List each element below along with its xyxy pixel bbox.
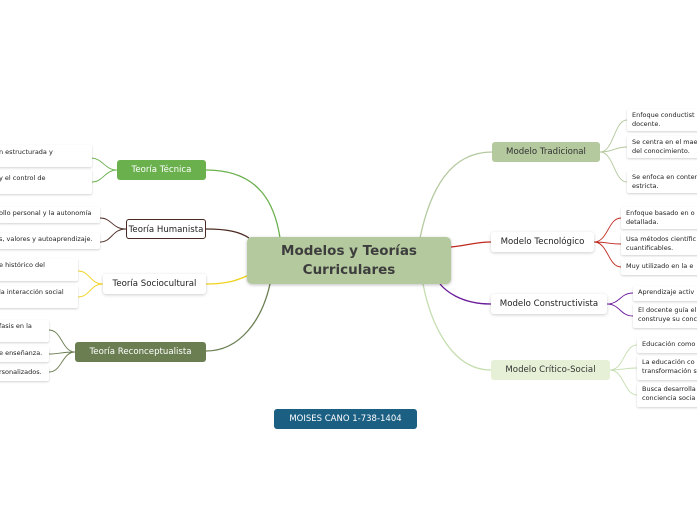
connector-humanista: [205, 228, 250, 239]
subtopic-text: El docente guía el: [638, 306, 697, 314]
subtopic-text: Se centra en el mae: [632, 138, 697, 146]
subtopic-text: construye su conc: [638, 314, 697, 323]
subtopic-constructivista-2[interactable]: El docente guía el construye su conc: [633, 304, 697, 328]
central-topic[interactable]: Modelos y Teorías Curriculares: [247, 237, 451, 284]
subtopic-tecnologico-2[interactable]: Usa métodos científic cuantificables.: [621, 233, 697, 255]
connector-critico-leaves: [609, 344, 638, 396]
subtopic-text: detallada.: [626, 217, 659, 226]
subtopic-text: Aprendizaje activ: [638, 288, 695, 296]
subtopic-critico-2[interactable]: La educación co transformación s: [637, 356, 697, 380]
subtopic-text: del conocimiento.: [632, 146, 690, 155]
subtopic-text: Busca desarrolla: [642, 385, 696, 393]
connector-reconceptualista-leaves: [48, 329, 76, 373]
subtopic-text: estricta.: [632, 181, 659, 190]
subtopic-text: Enfoque basado en o: [626, 209, 695, 217]
connector-constructivista: [439, 283, 492, 305]
connector-tradicional-leaves: [599, 119, 628, 183]
subtopic-text: y el control de: [0, 174, 46, 182]
topic-modelo-tecnologico[interactable]: Modelo Tecnológico: [491, 232, 594, 252]
subtopic-tecnologico-3[interactable]: Muy utilizado en la e: [621, 260, 697, 275]
subtopic-text: Enfoque conductist: [632, 111, 695, 119]
subtopic-tradicional-3[interactable]: Se enfoca en conter estricta.: [627, 171, 697, 193]
subtopic-text: e histórico del: [0, 261, 45, 269]
connector-tecnica: [205, 169, 281, 239]
subtopic-text: transformación s: [642, 366, 697, 375]
topic-modelo-constructivista[interactable]: Modelo Constructivista: [491, 294, 607, 314]
topic-teoria-tecnica[interactable]: Teoría Técnica: [117, 160, 206, 180]
subtopic-text: ollo personal y la autonomía: [0, 209, 92, 217]
connector-reconceptualista: [205, 283, 271, 352]
subtopic-text: la interacción social: [0, 288, 64, 296]
subtopic-text: conciencia socia: [642, 393, 696, 402]
subtopic-tecnica-2[interactable]: y el control de: [0, 170, 92, 194]
connector-sociocultural-leaves: [77, 270, 104, 298]
subtopic-sociocultural-2[interactable]: la interacción social: [0, 286, 78, 308]
subtopic-tradicional-1[interactable]: Enfoque conductist docente.: [627, 109, 697, 131]
subtopic-text: Educación como: [642, 340, 696, 348]
subtopic-reconceptualista-2[interactable]: e enseñanza.: [0, 347, 49, 362]
topic-modelo-tradicional[interactable]: Modelo Tradicional: [492, 142, 600, 162]
connector-tecnologico-leaves: [593, 217, 622, 268]
central-topic-line1: Modelos y Teorías: [281, 243, 417, 259]
subtopic-reconceptualista-1[interactable]: fasis en la: [0, 320, 49, 342]
subtopic-sociocultural-1[interactable]: e histórico del: [0, 259, 78, 281]
topic-teoria-humanista[interactable]: Teoría Humanista: [126, 219, 206, 239]
connector-sociocultural: [205, 274, 250, 285]
subtopic-text: e enseñanza.: [0, 349, 43, 357]
subtopic-critico-1[interactable]: Educación como: [637, 338, 697, 353]
subtopic-critico-3[interactable]: Busca desarrolla conciencia socia: [637, 383, 697, 407]
subtopic-text: La educación co: [642, 358, 695, 366]
connector-constructivista-leaves: [606, 292, 634, 317]
subtopic-text: docente.: [632, 119, 661, 128]
subtopic-text: cuantificables.: [626, 243, 674, 252]
author-badge[interactable]: MOISES CANO 1-738-1404: [274, 409, 417, 429]
subtopic-text: rsonalizados.: [0, 368, 42, 376]
connector-critico: [422, 283, 492, 371]
subtopic-text: n estructurada y: [0, 148, 53, 156]
topic-modelo-critico-social[interactable]: Modelo Crítico-Social: [491, 360, 610, 380]
subtopic-text: Se enfoca en conter: [632, 173, 697, 181]
subtopic-constructivista-1[interactable]: Aprendizaje activ: [633, 286, 697, 301]
subtopic-tecnologico-1[interactable]: Enfoque basado en o detallada.: [621, 207, 697, 229]
topic-teoria-sociocultural[interactable]: Teoría Sociocultural: [103, 274, 206, 294]
subtopic-humanista-1[interactable]: ollo personal y la autonomía: [0, 207, 100, 223]
connector-tecnologico: [450, 241, 492, 248]
topic-teoria-reconceptualista[interactable]: Teoría Reconceptualista: [75, 342, 206, 362]
subtopic-humanista-2[interactable]: s, valores y autoaprendizaje.: [0, 233, 100, 249]
subtopic-text: Usa métodos científic: [626, 235, 697, 243]
central-topic-line2: Curriculares: [302, 262, 396, 278]
connector-tecnica-leaves: [91, 157, 118, 183]
subtopic-tradicional-2[interactable]: Se centra en el mae del conocimiento.: [627, 136, 697, 158]
subtopic-tecnica-1[interactable]: n estructurada y: [0, 145, 92, 167]
subtopic-reconceptualista-3[interactable]: rsonalizados.: [0, 366, 49, 381]
subtopic-text: Muy utilizado en la e: [626, 262, 694, 270]
subtopic-text: fasis en la: [0, 322, 32, 330]
connector-tradicional: [419, 151, 493, 239]
subtopic-text: s, valores y autoaprendizaje.: [0, 235, 93, 243]
connector-humanista-leaves: [99, 217, 127, 243]
